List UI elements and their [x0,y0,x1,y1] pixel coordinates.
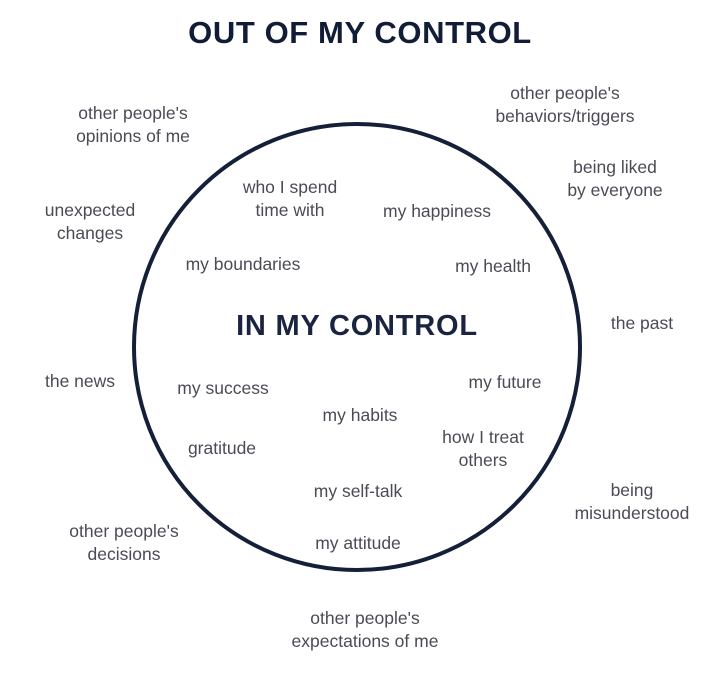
out-of-control-label: unexpected changes [44,200,136,244]
out-of-control-label: being liked by everyone [567,157,663,201]
in-control-label: gratitude [187,438,257,458]
out-of-control-label: other people's decisions [69,521,179,565]
out-of-control-label: the past [610,313,674,333]
in-control-label: my health [455,256,531,276]
out-of-control-label: being misunderstood [574,480,690,524]
in-control-label: my attitude [315,533,401,553]
inner-control-heading: IN MY CONTROL [236,310,478,342]
out-of-control-label: other people's behaviors/triggers [495,83,635,127]
in-control-label: how I treat others [442,427,524,471]
out-of-control-label: other people's expectations of me [291,608,439,652]
out-of-control-label: the news [44,371,116,391]
control-circle [132,122,582,572]
in-control-label: my happiness [383,201,491,221]
circle-outline-icon [132,122,582,572]
page-title: OUT OF MY CONTROL [188,15,532,50]
out-of-control-label: other people's opinions of me [76,103,190,147]
in-control-label: my habits [322,405,398,425]
in-control-label: my self-talk [313,481,403,501]
in-control-label: my success [177,378,269,398]
in-control-label: my boundaries [185,254,301,274]
in-control-label: my future [468,372,542,392]
in-control-label: who I spend time with [242,177,338,221]
